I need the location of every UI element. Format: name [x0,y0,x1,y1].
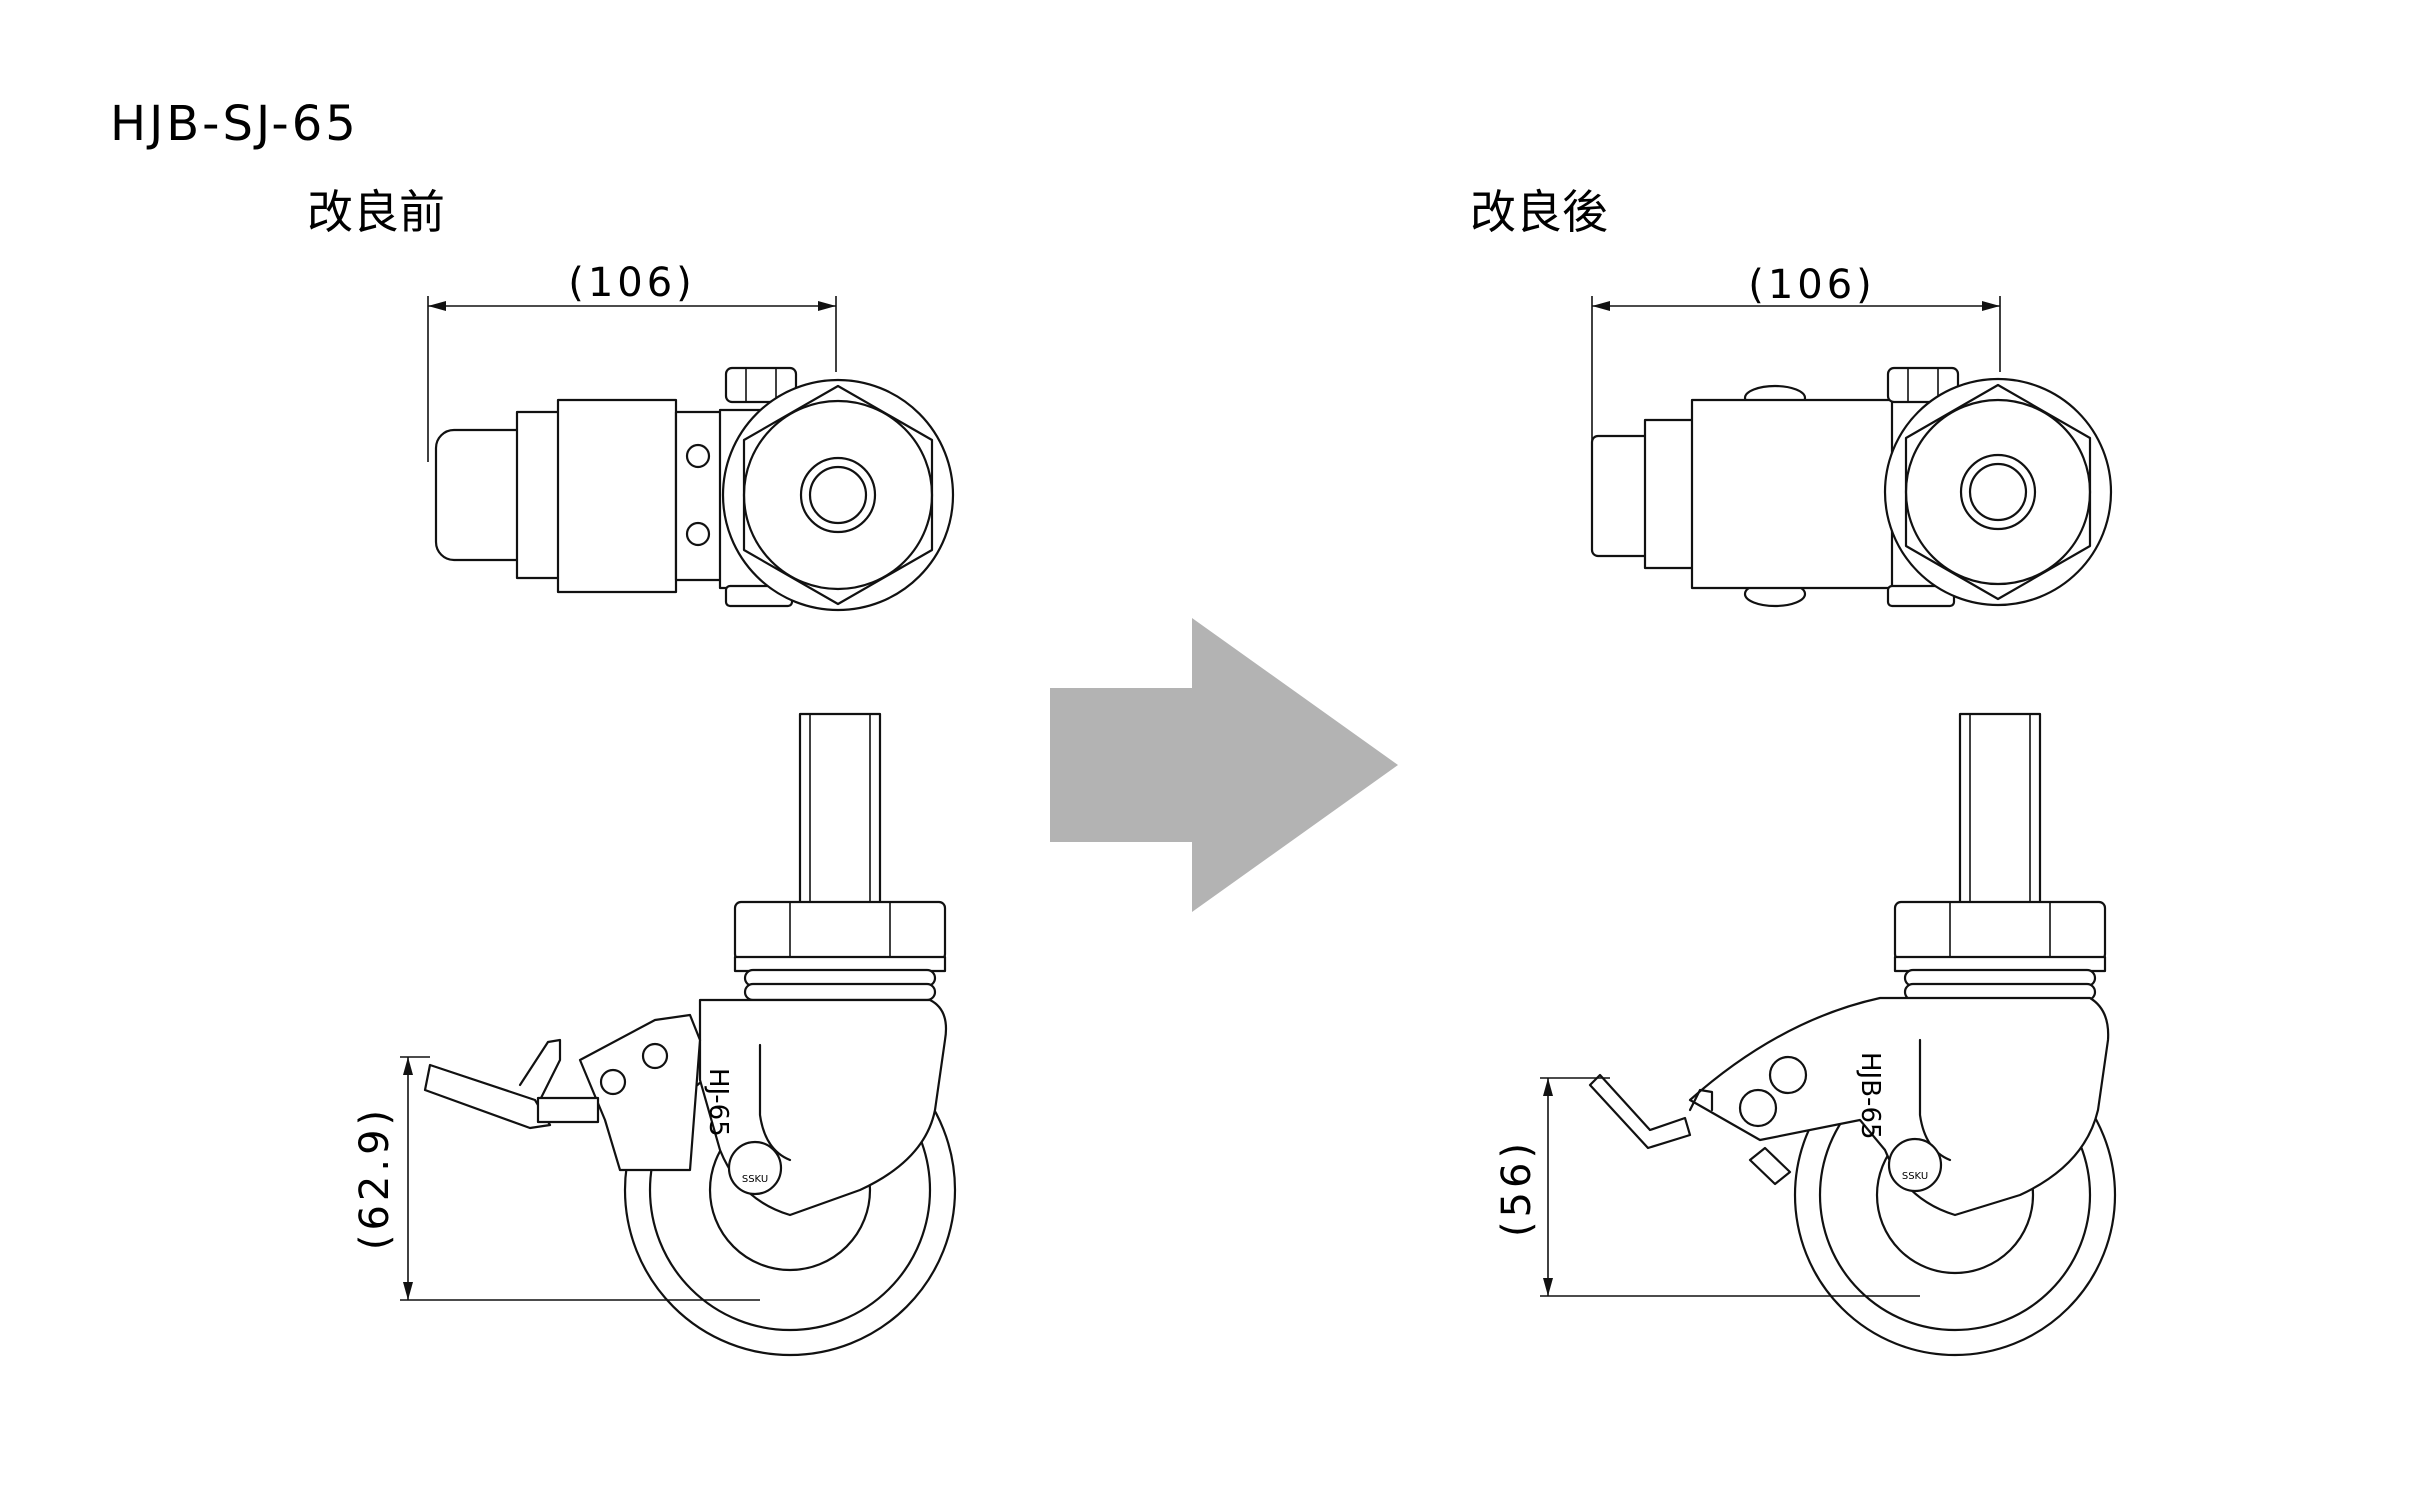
after-top-view [1590,366,2113,608]
after-side-view: SSKU HJB-65 [1588,712,2117,1357]
before-body-mark: HJ-65 [703,1068,733,1137]
after-width-dimension: (106) [1591,262,2001,440]
before-side-view: SSKU HJ-65 [423,712,957,1357]
model-label: HJB-SJ-65 [110,96,359,152]
after-height-label: (56) [1494,1139,1540,1237]
after-logo-text: SSKU [1902,1171,1928,1182]
after-heading: 改良後 [1470,185,1608,239]
before-height-dimension: (62.9) [352,1056,760,1301]
after-width-label: (106) [1748,262,1876,308]
before-width-dimension: (106) [427,260,837,462]
after-body-mark: HJB-65 [1855,1052,1885,1140]
after-height-dimension: (56) [1494,1077,1920,1297]
before-logo-text: SSKU [742,1174,768,1185]
arrow-right-icon [1050,618,1398,912]
before-height-label: (62.9) [352,1106,398,1250]
before-top-view [434,366,955,612]
before-heading: 改良前 [307,185,445,239]
before-width-label: (106) [568,260,696,306]
